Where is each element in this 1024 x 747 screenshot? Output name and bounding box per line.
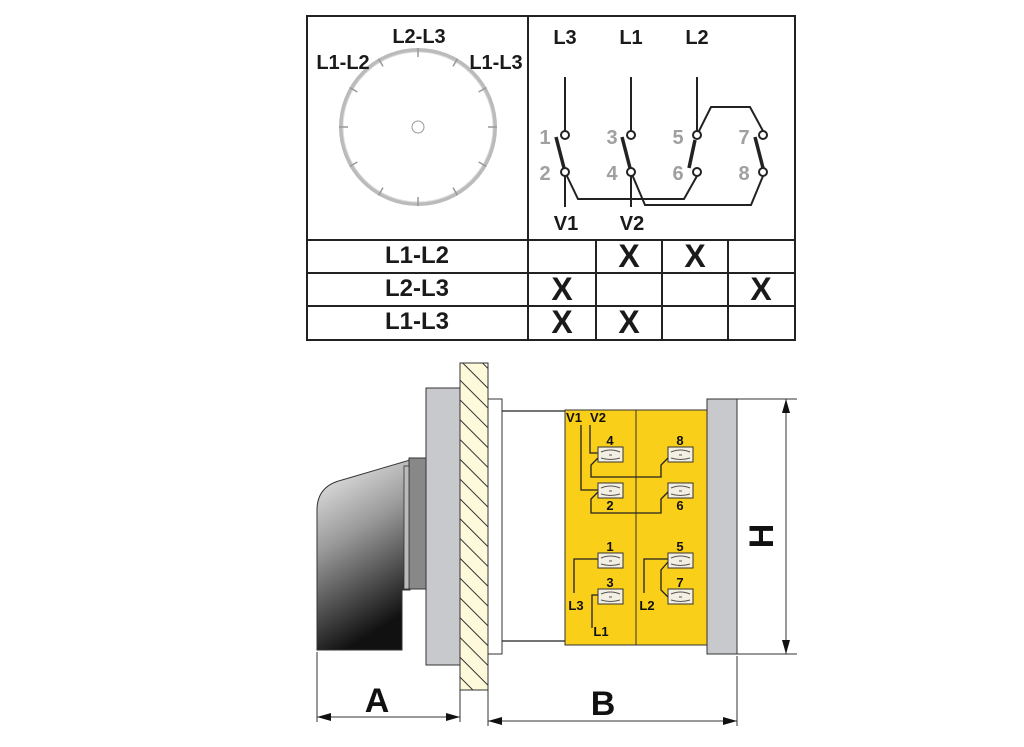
contact-closed-mark: X (551, 271, 573, 307)
dial-label-top: L2-L3 (392, 26, 445, 48)
phase-label-l2: L2 (685, 27, 708, 49)
contact-block (597, 588, 624, 605)
dimension-lines (316, 398, 797, 726)
contact-block (667, 552, 694, 569)
switch-side-view (316, 362, 738, 691)
mounting-panel (459, 362, 489, 691)
dial-label-left: L1-L2 (316, 52, 369, 74)
knob-collar (408, 457, 427, 590)
module-contact-number: 1 (606, 539, 613, 554)
dial-tick (478, 161, 487, 168)
dimension-label-b: B (591, 685, 616, 723)
wiring-schematic (554, 77, 768, 207)
contact-number: 5 (672, 127, 683, 149)
dial-tick (349, 161, 358, 168)
contact-number: 8 (738, 163, 749, 185)
dimension-label-a: A (365, 682, 390, 720)
dial-tick (377, 187, 384, 196)
contact-number: 2 (539, 163, 550, 185)
contact-number: 1 (539, 127, 550, 149)
output-label-v1: V1 (554, 213, 578, 235)
contact-block (667, 588, 694, 605)
module-contact-number: 5 (676, 539, 683, 554)
phase-label-l3: L3 (553, 27, 576, 49)
contact-block (597, 446, 624, 463)
contact-number: 3 (606, 127, 617, 149)
front-plate (425, 387, 461, 666)
module-contact-number: 6 (676, 498, 683, 513)
dial-face (339, 48, 497, 206)
module-label-v1: V1 (566, 410, 582, 425)
contact-block (667, 482, 694, 499)
module-contact-number: 3 (606, 575, 613, 590)
contact-closed-mark: X (618, 238, 640, 274)
dimension-label-h: H (743, 524, 781, 549)
contact-block (667, 446, 694, 463)
module-label-l1: L1 (593, 624, 608, 639)
dial-tick (452, 58, 459, 67)
module-label-l3: L3 (568, 598, 583, 613)
dial-tick (478, 86, 487, 93)
module-contact-number: 7 (676, 575, 683, 590)
position-label: L2-L3 (385, 275, 449, 302)
switching-diagram-table (306, 15, 796, 341)
module-contact-number: 4 (606, 433, 614, 448)
knob-handle (316, 459, 411, 651)
module-label-v2: V2 (590, 410, 606, 425)
contact-block (597, 482, 624, 499)
dial-tick (377, 58, 384, 67)
position-label: L1-L2 (385, 242, 449, 269)
contact-number: 6 (672, 163, 683, 185)
end-plate (706, 398, 738, 655)
module-contact-number: 8 (676, 433, 683, 448)
module-contact-number: 2 (606, 498, 613, 513)
contact-closed-mark: X (618, 304, 640, 340)
output-label-v2: V2 (620, 213, 644, 235)
phase-label-l1: L1 (619, 27, 642, 49)
contact-number: 7 (738, 127, 749, 149)
position-label: L1-L3 (385, 308, 449, 335)
dial-label-right: L1-L3 (469, 52, 522, 74)
dial-tick (452, 187, 459, 196)
contact-block (597, 552, 624, 569)
contact-closed-mark: X (684, 238, 706, 274)
dial-tick (349, 86, 358, 93)
contact-number: 4 (606, 163, 618, 185)
contact-closed-mark: X (551, 304, 573, 340)
module-label-l2: L2 (639, 598, 654, 613)
contact-closed-mark: X (750, 271, 772, 307)
